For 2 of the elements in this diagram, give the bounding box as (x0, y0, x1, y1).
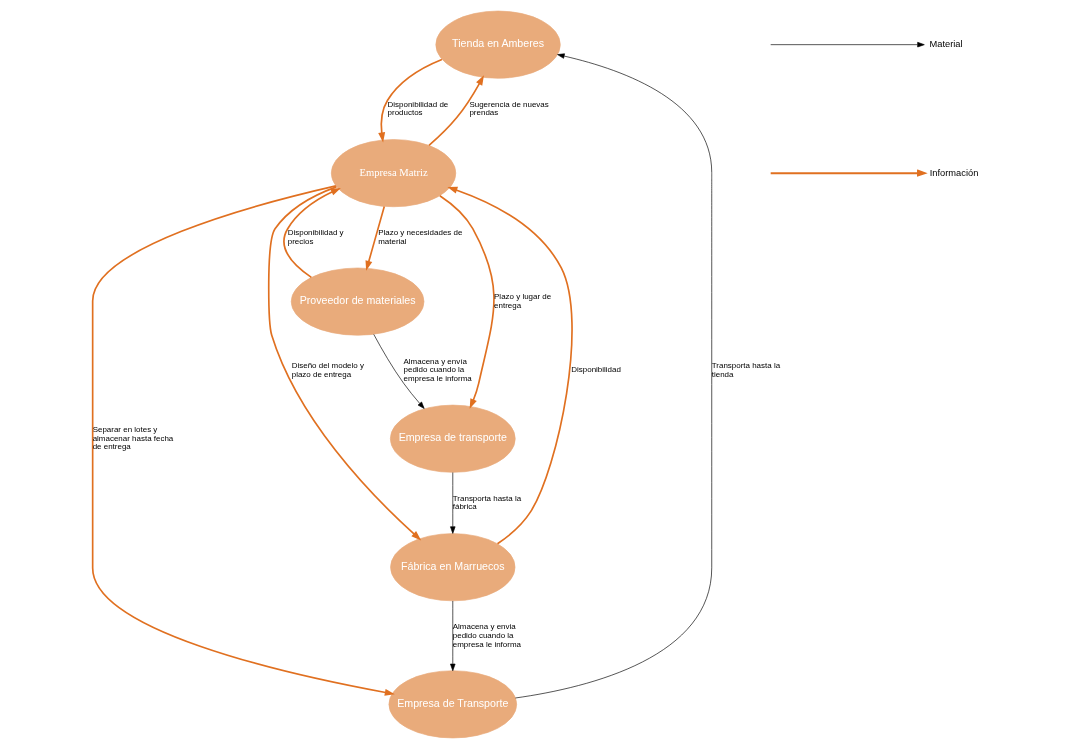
legend-label: Información (929, 167, 978, 178)
legend-label: Material (929, 39, 963, 50)
